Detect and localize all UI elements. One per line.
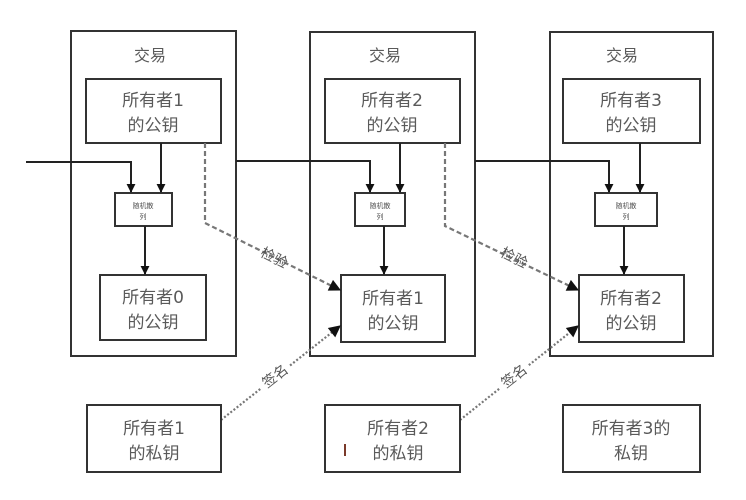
next-owner-pubkey-box-2[interactable] [324,78,461,144]
next-owner-pubkey-2-line1: 所有者2 [361,91,423,111]
edge-verify-2 [443,143,580,291]
hash-box-3-line2: 列 [623,212,630,221]
prev-owner-pubkey-3-line1: 所有者2 [600,289,662,309]
hash-box-3[interactable] [594,192,658,227]
next-owner-pubkey-1-line1: 所有者1 [122,91,184,111]
verify-label-1: 检验 [258,245,290,272]
prev-owner-pubkey-box-1[interactable] [99,274,207,341]
transaction-1-frame [70,30,237,357]
private-key-box-2[interactable] [324,404,461,473]
prev-owner-pubkey-3-line2: 的公钥 [606,314,657,334]
prev-owner-pubkey-1-line1: 所有者0 [122,288,184,308]
private-key-1: 所有者1 的私钥 [86,404,222,473]
private-key-box-1[interactable] [86,404,222,473]
edge-sign-1 [220,325,341,421]
hash-box-1-line2: 列 [140,212,147,221]
solid-edges [26,143,645,275]
transaction-3: 交易 所有者3 的公钥 随机散 列 所有者2 的公钥 [549,31,714,357]
private-key-2-line2: 的私钥 [373,444,424,464]
private-key-2-line1: 所有者2 [367,419,429,439]
private-key-3: 所有者3的 私钥 [562,404,701,473]
edge-tx2-to-hash-3 [475,160,614,193]
transaction-3-frame [549,31,714,357]
edge-verify-1 [203,143,342,291]
prev-owner-pubkey-box-2[interactable] [340,274,446,343]
verify-edges [203,143,580,291]
hash-box-1-line1: 随机散 [133,201,154,210]
prev-owner-pubkey-2-line2: 的公钥 [368,314,419,334]
transaction-3-title: 交易 [606,46,638,65]
next-owner-pubkey-box-1[interactable] [85,78,222,144]
verify-label-2: 检验 [498,245,530,272]
hash-box-1[interactable] [114,192,173,227]
private-key-1-line2: 的私钥 [129,444,180,464]
hash-box-3-line1: 随机散 [616,201,637,210]
next-owner-pubkey-box-3[interactable] [562,78,701,144]
stray-mark [344,444,346,456]
prev-owner-pubkey-box-3[interactable] [578,274,685,343]
hash-box-2-line1: 随机散 [370,201,391,210]
transaction-2-frame [309,31,476,357]
private-key-2: 所有者2 的私钥 [324,404,461,473]
next-owner-pubkey-3-line1: 所有者3 [600,91,662,111]
next-owner-pubkey-3-line2: 的公钥 [606,116,657,136]
prev-owner-pubkey-1-line2: 的公钥 [128,313,179,333]
transaction-1-title: 交易 [134,46,166,65]
private-key-box-3[interactable] [562,404,701,473]
edge-incoming-to-hash-1 [26,161,136,193]
next-owner-pubkey-1-line2: 的公钥 [128,116,179,136]
sign-edges [220,325,579,421]
private-key-3-line2: 私钥 [614,444,648,464]
private-key-3-line1: 所有者3的 [592,419,671,439]
edge-sign-2 [459,325,579,421]
private-key-1-line1: 所有者1 [123,419,185,439]
next-owner-pubkey-2-line2: 的公钥 [367,116,418,136]
hash-box-2[interactable] [354,192,406,227]
transaction-1: 交易 所有者1 的公钥 随机散 列 所有者0 的公钥 [70,30,237,357]
prev-owner-pubkey-2-line1: 所有者1 [362,289,424,309]
transaction-2: 交易 所有者2 的公钥 随机散 列 所有者1 的公钥 [309,31,476,357]
hash-box-2-line2: 列 [377,212,384,221]
transaction-2-title: 交易 [369,46,401,65]
edge-tx1-to-hash-2 [236,160,375,193]
